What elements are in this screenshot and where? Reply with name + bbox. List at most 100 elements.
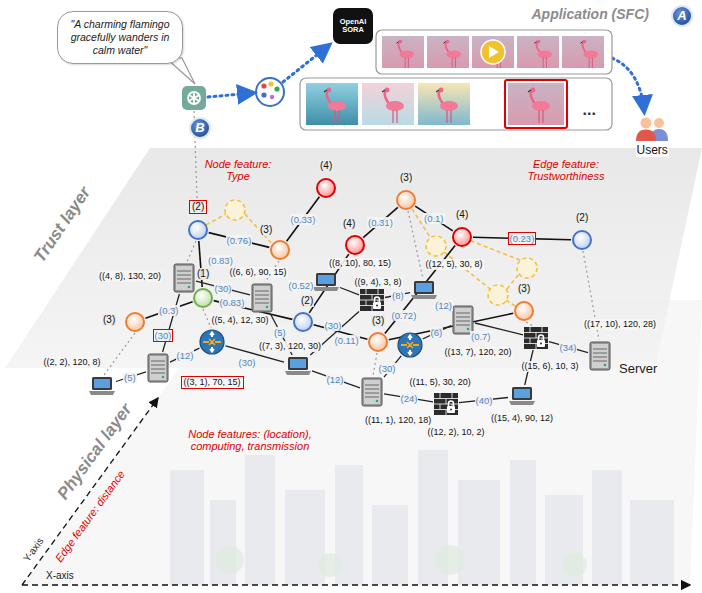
distance-weight: (30) xyxy=(214,283,233,294)
type-label: (3) xyxy=(371,315,385,327)
physical-link xyxy=(340,288,359,295)
trust-node: (3) xyxy=(514,301,534,321)
trust-weight: (0.76) xyxy=(226,235,253,246)
physical-link xyxy=(423,326,451,339)
trust-node: (3) xyxy=(396,190,416,210)
physical-link xyxy=(170,348,199,362)
feature-label: ((11, 1), 120, 18) xyxy=(364,415,432,426)
feature-label: ((8, 10), 80, 15) xyxy=(328,258,392,269)
server-icon xyxy=(251,283,273,313)
section-title: Application (SFC) xyxy=(532,6,649,22)
trust-plane xyxy=(5,148,702,368)
feature-label: ((6, 6), 90, 15) xyxy=(229,267,288,278)
server-device: ((11, 1), 120, 18) xyxy=(361,377,383,407)
feature-label: ((11, 5), 30, 20) xyxy=(409,377,472,388)
type-label: (3) xyxy=(102,314,116,326)
feature-label: ((4, 8), 130, 20) xyxy=(98,271,162,282)
axes xyxy=(22,398,690,585)
feature-label: ((12, 5), 30, 8) xyxy=(425,259,484,270)
model-box: OpenAI SORA xyxy=(333,8,373,44)
app-pipeline xyxy=(166,30,644,130)
trust-node: (4) xyxy=(316,178,336,198)
router-icon xyxy=(199,329,225,355)
distance-weight: (5) xyxy=(123,372,137,383)
projection-lines xyxy=(104,111,599,376)
section-badge: B xyxy=(189,117,211,139)
type-label: (4) xyxy=(342,218,356,230)
section-badge: A xyxy=(671,5,693,27)
type-label: (1) xyxy=(196,268,210,280)
more-marker: ... xyxy=(583,101,596,119)
laptop-device: ((8, 10), 80, 15) xyxy=(313,272,339,292)
trust-weight: (0.23) xyxy=(508,232,537,245)
distance-weight: (5) xyxy=(273,327,287,338)
type-label: (2) xyxy=(189,200,207,214)
trust-node: (4) xyxy=(345,235,365,255)
feature-label: ((15, 4), 90, 12) xyxy=(490,413,554,424)
feature-label: ((15, 6), 10, 3) xyxy=(521,361,580,372)
trust-weight: (0.31) xyxy=(367,217,394,228)
speech-bubble: "A charming flamingo gracefully wanders … xyxy=(57,11,183,64)
trust-weight: (0.3) xyxy=(158,305,180,316)
laptop-icon xyxy=(285,356,311,376)
feature-label: ((17, 10), 120, 28) xyxy=(583,319,657,330)
distance-weight: (8) xyxy=(391,290,405,301)
distance-weight: (30) xyxy=(238,357,257,368)
device-name: Server xyxy=(618,361,658,376)
trust-weight: (0.52) xyxy=(288,280,315,291)
trust-weight: (0.33) xyxy=(290,214,317,225)
type-label: (3) xyxy=(517,283,531,295)
trust-node: (4) xyxy=(452,227,472,247)
users-icon xyxy=(634,115,670,141)
type-label: (3) xyxy=(399,172,413,184)
firewall-device: ((15, 6), 10, 3) xyxy=(524,327,548,349)
type-label: (2) xyxy=(300,295,314,307)
distance-weight: (30) xyxy=(378,363,397,374)
trust-node: (2) xyxy=(188,220,208,240)
trust-link xyxy=(363,207,398,237)
trust-node: (2) xyxy=(293,312,313,332)
trust-link xyxy=(199,241,202,287)
server-device: ((17, 10), 120, 28)Server xyxy=(589,341,611,371)
firewall-icon xyxy=(360,289,384,311)
annotation: Edge feature: Trustworthiness xyxy=(518,158,614,183)
laptop-device: ((12, 5), 30, 8) xyxy=(411,280,437,300)
server-device: ((6, 6), 90, 15) xyxy=(251,283,273,313)
feature-label: ((7, 3), 120, 30) xyxy=(258,341,322,352)
physical-link xyxy=(312,371,360,388)
feature-label: ((9, 4), 3, 8) xyxy=(354,277,403,288)
type-label: (2) xyxy=(575,212,589,224)
feature-label: ((2, 2), 120, 8) xyxy=(43,357,102,368)
type-label: (4) xyxy=(319,160,333,172)
trust-link xyxy=(145,302,192,319)
users-node: Users xyxy=(634,115,670,141)
node-text: A xyxy=(677,9,686,23)
trust-weight: (0.72) xyxy=(391,310,418,321)
laptop-icon xyxy=(89,376,115,396)
firewall-device: ((12, 2), 10, 2) xyxy=(434,393,458,415)
distance-weight: (12) xyxy=(176,350,195,361)
trust-link xyxy=(287,197,320,241)
laptop-device: ((7, 3), 120, 30) xyxy=(285,356,311,376)
annotation: Node feature: Type xyxy=(198,158,278,183)
router-device: ((5, 4), 12, 30) xyxy=(199,329,225,355)
type-label: (3) xyxy=(259,224,273,236)
distance-weight: (34) xyxy=(559,342,578,353)
server-device: ((4, 8), 130, 20) xyxy=(173,263,195,293)
trust-node: (3) xyxy=(368,332,388,352)
physical-link xyxy=(116,372,146,382)
trust-node: (1) xyxy=(193,288,213,308)
feature-label: ((5, 4), 12, 30) xyxy=(211,315,270,326)
axis-label: X-axis xyxy=(46,570,74,582)
trust-weight: (0.83) xyxy=(219,297,246,308)
server-icon xyxy=(361,377,383,407)
laptop-icon xyxy=(313,272,339,292)
laptop-icon xyxy=(411,280,437,300)
router-device: ((11, 5), 30, 20) xyxy=(397,332,423,358)
trust-weight: (0.83) xyxy=(207,255,234,266)
node-name: Users xyxy=(636,143,669,157)
firewall-icon xyxy=(434,393,458,415)
distance-weight: (6) xyxy=(430,327,444,338)
physical-link xyxy=(549,342,588,353)
